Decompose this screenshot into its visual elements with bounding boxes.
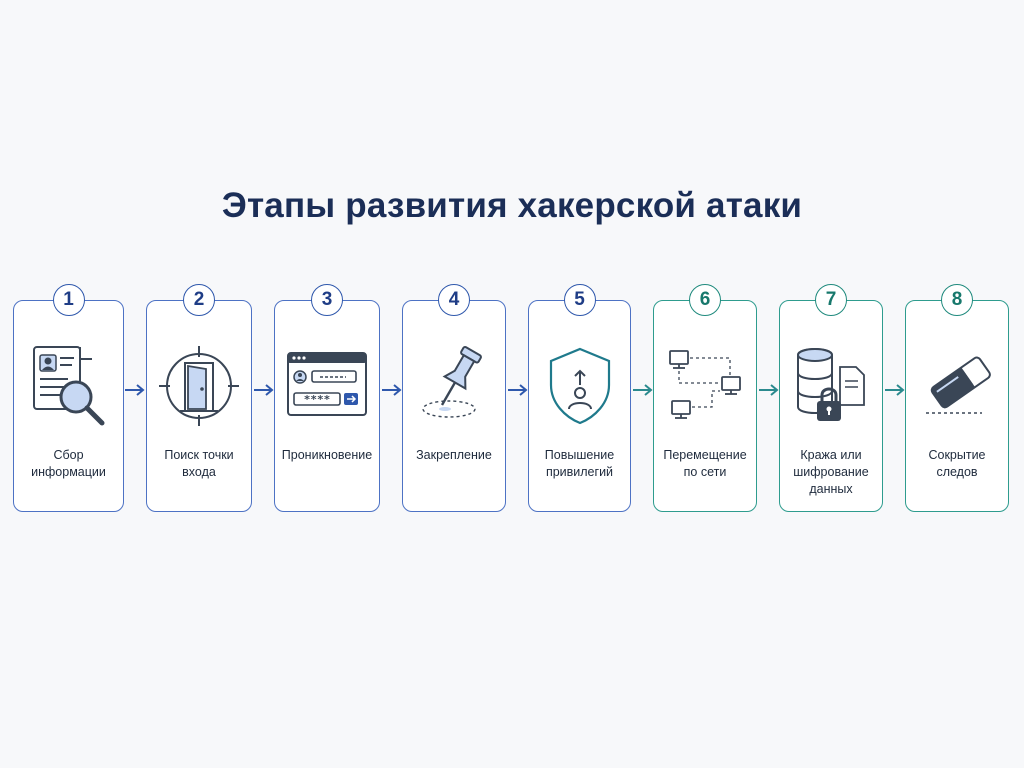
arrow-right-icon (758, 382, 780, 398)
stage-label-8: Сокрытие следов (928, 448, 986, 479)
document-magnifier-icon (24, 341, 114, 431)
stage-label-6: Перемещение по сети (663, 448, 747, 479)
eraser-icon (912, 341, 1002, 431)
stage-number-7: 7 (815, 284, 847, 316)
database-lock-icon (786, 341, 876, 431)
arrow-right-icon (507, 382, 529, 398)
stage-card-3: 3 **** Проникновение (274, 284, 380, 512)
stage-label-1: Сбор информации (31, 448, 106, 479)
stage-card-6: 6 Перемещение по сети (653, 284, 757, 512)
arrow-right-icon (632, 382, 654, 398)
stage-card-8: 8 Сокрытие следов (905, 284, 1009, 512)
arrow-right-icon (253, 382, 275, 398)
stage-card-1: 1 Сбор информации (13, 284, 124, 512)
arrow-right-icon (124, 382, 146, 398)
stage-card-5: 5 Повышение привилегий (528, 284, 631, 512)
door-crosshair-icon (154, 341, 244, 431)
stage-label-4: Закрепление (416, 448, 492, 462)
stage-label-3: Проникновение (281, 448, 373, 462)
svg-text:****: **** (304, 393, 331, 406)
stage-number-2: 2 (183, 284, 215, 316)
arrow-right-icon (381, 382, 403, 398)
stage-number-3: 3 (311, 284, 343, 316)
diagram-title: Этапы развития хакерской атаки (221, 186, 803, 225)
stage-number-5: 5 (563, 284, 596, 316)
stage-card-4: 4 Закрепление (402, 284, 506, 512)
login-window-icon: **** (282, 341, 372, 431)
pushpin-icon (409, 341, 499, 431)
stage-card-7: 7 Кража или шифрование данных (779, 284, 883, 512)
stage-label-2: Поиск точки входа (164, 448, 234, 479)
stage-number-6: 6 (689, 284, 721, 316)
stage-card-2: 2 Поиск точки входа (146, 284, 252, 512)
stage-number-1: 1 (52, 284, 85, 316)
stage-label-7: Кража или шифрование данных (793, 448, 869, 496)
shield-user-up-icon (535, 341, 625, 431)
stage-number-4: 4 (438, 284, 470, 316)
stage-number-8: 8 (941, 284, 973, 316)
stage-label-5: Повышение привилегий (544, 448, 615, 479)
network-computers-icon (660, 341, 750, 431)
arrow-right-icon (884, 382, 906, 398)
